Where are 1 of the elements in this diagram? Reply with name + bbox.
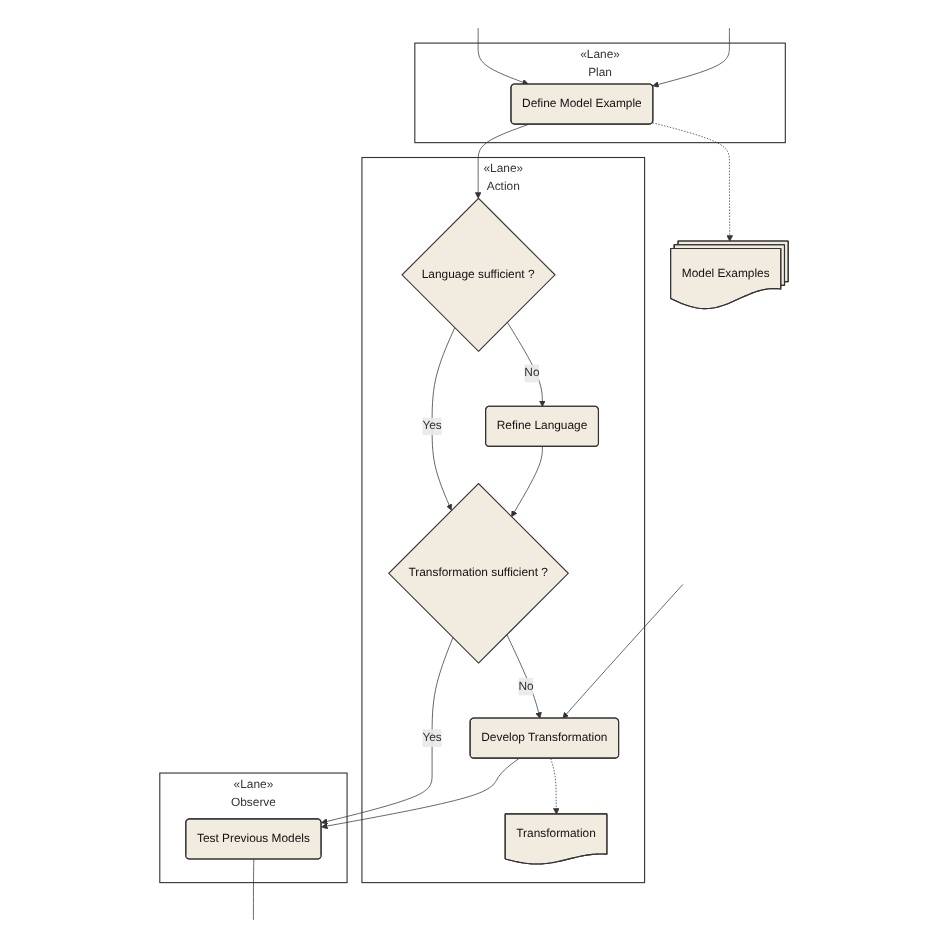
connector: [253, 859, 255, 921]
